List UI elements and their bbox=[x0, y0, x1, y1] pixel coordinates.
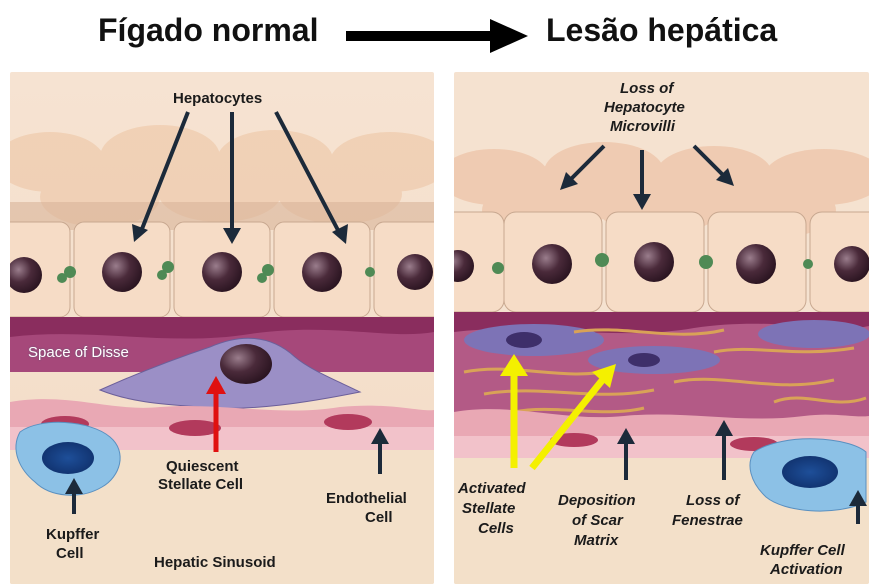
label-deposition-line1: Deposition bbox=[558, 492, 636, 510]
label-fenestrae-line1: Loss of bbox=[686, 492, 739, 510]
label-quiescent-line1: Quiescent bbox=[166, 458, 239, 476]
label-activated-line1: Activated bbox=[458, 480, 526, 498]
label-kupffer-line1: Kupffer bbox=[46, 526, 99, 544]
label-kupffer-activation-line1: Kupffer Cell bbox=[760, 542, 845, 560]
header: Fígado normal Lesão hepática bbox=[0, 10, 869, 54]
label-loss-microvilli-line3: Microvilli bbox=[610, 118, 675, 136]
title-liver-injury: Lesão hepática bbox=[546, 12, 777, 49]
label-hepatocytes: Hepatocytes bbox=[173, 90, 262, 108]
label-kupffer-line2: Cell bbox=[56, 545, 84, 563]
label-kupffer-activation-line2: Activation bbox=[770, 561, 843, 579]
label-hepatic-sinusoid: Hepatic Sinusoid bbox=[154, 554, 276, 572]
label-deposition-line3: Matrix bbox=[574, 532, 618, 550]
label-activated-line2: Stellate bbox=[462, 500, 515, 518]
label-fenestrae-line2: Fenestrae bbox=[672, 512, 743, 530]
label-loss-microvilli-line1: Loss of bbox=[620, 80, 673, 98]
panel-liver-injury: Loss of Hepatocyte Microvilli Activated … bbox=[454, 72, 869, 584]
injured-liver-illustration bbox=[454, 72, 869, 584]
label-space-of-disse: Space of Disse bbox=[28, 344, 129, 362]
panel-normal-liver: Hepatocytes Space of Disse Quiescent Ste… bbox=[10, 72, 434, 584]
label-quiescent-line2: Stellate Cell bbox=[158, 476, 243, 494]
label-loss-microvilli-line2: Hepatocyte bbox=[604, 99, 685, 117]
label-activated-line3: Cells bbox=[478, 520, 514, 538]
label-deposition-line2: of Scar bbox=[572, 512, 623, 530]
label-endothelial-line2: Cell bbox=[365, 509, 393, 527]
label-endothelial-line1: Endothelial bbox=[326, 490, 407, 508]
